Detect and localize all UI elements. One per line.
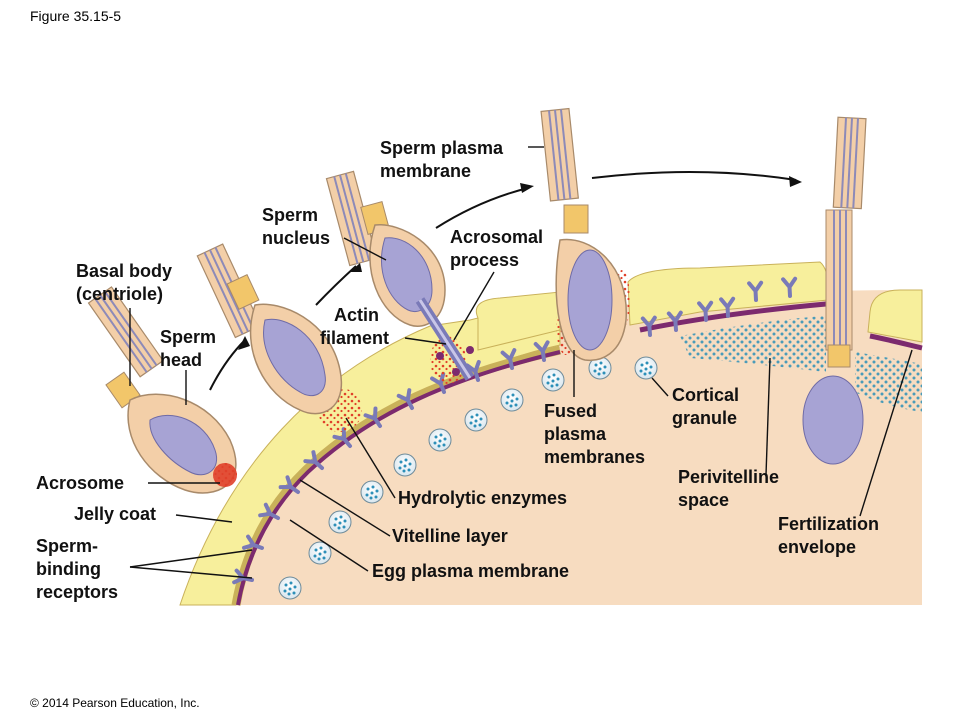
sperm-stage-2 bbox=[196, 243, 343, 415]
sperm-stage-1 bbox=[87, 285, 237, 494]
label-sperm-binding-2: binding bbox=[36, 559, 101, 579]
label-cortical-granule-2: granule bbox=[672, 408, 737, 428]
label-sperm-nucleus-2: nucleus bbox=[262, 228, 330, 248]
label-acrosome: Acrosome bbox=[36, 473, 124, 493]
labels: Basal body (centriole) Sperm head Acroso… bbox=[36, 138, 879, 602]
label-fused-membranes-3: membranes bbox=[544, 447, 645, 467]
label-sperm-nucleus: Sperm bbox=[262, 205, 318, 225]
label-actin: Actin bbox=[334, 305, 379, 325]
label-hydrolytic-enzymes: Hydrolytic enzymes bbox=[398, 488, 567, 508]
label-jelly-coat: Jelly coat bbox=[74, 504, 156, 524]
copyright-notice: © 2014 Pearson Education, Inc. bbox=[30, 696, 200, 710]
label-perivitelline-space-2: space bbox=[678, 490, 729, 510]
label-fertilization-envelope-2: envelope bbox=[778, 537, 856, 557]
label-fused-membranes-2: plasma bbox=[544, 424, 607, 444]
label-basal-body-2: (centriole) bbox=[76, 284, 163, 304]
label-sperm-head: Sperm bbox=[160, 327, 216, 347]
label-sperm-head-2: head bbox=[160, 350, 202, 370]
label-sperm-binding-3: receptors bbox=[36, 582, 118, 602]
label-fused-membranes: Fused bbox=[544, 401, 597, 421]
sperm-stage-5 bbox=[802, 116, 867, 465]
label-sperm-binding: Sperm- bbox=[36, 536, 98, 556]
label-cortical-granule: Cortical bbox=[672, 385, 739, 405]
label-basal-body: Basal body bbox=[76, 261, 172, 281]
label-acrosomal-process: Acrosomal bbox=[450, 227, 543, 247]
label-perivitelline-space: Perivitelline bbox=[678, 467, 779, 487]
label-egg-plasma-membrane: Egg plasma membrane bbox=[372, 561, 569, 581]
sperm-stage-4 bbox=[540, 107, 627, 362]
label-actin-2: filament bbox=[320, 328, 389, 348]
figure-title: Figure 35.15-5 bbox=[30, 8, 122, 24]
leader-lines bbox=[129, 146, 913, 579]
label-sperm-plasma-membrane-2: membrane bbox=[380, 161, 471, 181]
label-sperm-plasma-membrane: Sperm plasma bbox=[380, 138, 504, 158]
label-vitelline-layer: Vitelline layer bbox=[392, 526, 508, 546]
label-fertilization-envelope: Fertilization bbox=[778, 514, 879, 534]
sperm-stage-3 bbox=[325, 170, 475, 381]
progression-arrows bbox=[209, 170, 802, 391]
label-acrosomal-process-2: process bbox=[450, 250, 519, 270]
